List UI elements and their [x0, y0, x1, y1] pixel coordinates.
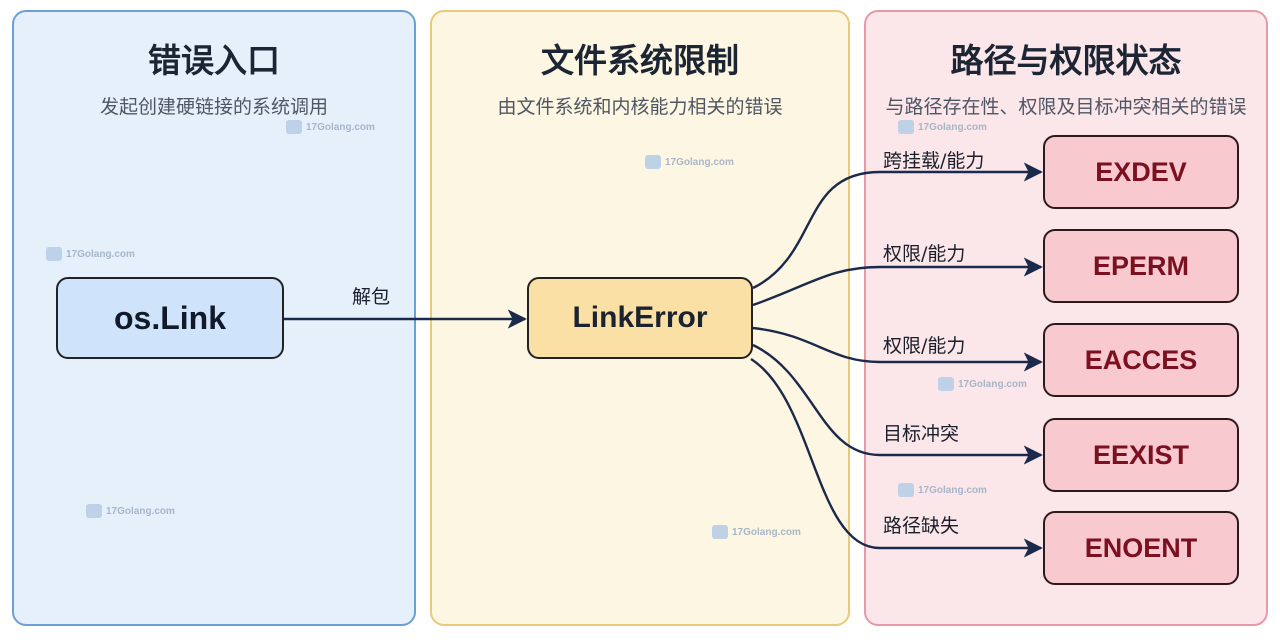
panel-subtitle: 由文件系统和内核能力相关的错误: [497, 96, 783, 118]
watermark: 17Golang.com: [46, 247, 135, 261]
node-link-error: LinkError: [527, 277, 753, 359]
node-eacces: EACCES: [1043, 323, 1239, 397]
panel-subtitle: 与路径存在性、权限及目标冲突相关的错误: [885, 96, 1247, 118]
watermark: 17Golang.com: [86, 504, 175, 518]
watermark-logo-icon: [898, 483, 914, 497]
edge-label-eperm: 权限/能力: [883, 243, 966, 265]
watermark-logo-icon: [46, 247, 62, 261]
edge-eperm: [752, 257, 1043, 307]
node-os-link: os.Link: [56, 277, 284, 359]
watermark: 17Golang.com: [898, 120, 987, 134]
edge-label-enoent: 路径缺失: [883, 515, 960, 537]
panel-subtitle: 发起创建硬链接的系统调用: [99, 96, 328, 118]
watermark: 17Golang.com: [898, 483, 987, 497]
edge-exdev: [752, 162, 1043, 290]
watermark-text: 17Golang.com: [665, 156, 734, 168]
edge-eacces: [752, 326, 1043, 372]
edge-enoent: [750, 357, 1043, 558]
watermark-text: 17Golang.com: [66, 248, 135, 260]
watermark-text: 17Golang.com: [106, 505, 175, 517]
watermark-logo-icon: [712, 525, 728, 539]
node-eperm: EPERM: [1043, 229, 1239, 303]
panel-title: 文件系统限制: [541, 41, 739, 80]
panel-filesystem-limits: 文件系统限制 由文件系统和内核能力相关的错误: [430, 10, 850, 626]
watermark-logo-icon: [938, 377, 954, 391]
watermark-text: 17Golang.com: [958, 378, 1027, 390]
watermark-logo-icon: [898, 120, 914, 134]
watermark: 17Golang.com: [645, 155, 734, 169]
node-exdev: EXDEV: [1043, 135, 1239, 209]
watermark: 17Golang.com: [938, 377, 1027, 391]
node-enoent: ENOENT: [1043, 511, 1239, 585]
panel-title: 错误入口: [148, 41, 280, 80]
watermark-text: 17Golang.com: [918, 484, 987, 496]
watermark-logo-icon: [86, 504, 102, 518]
watermark-text: 17Golang.com: [918, 121, 987, 133]
watermark-logo-icon: [645, 155, 661, 169]
edge-eexist: [752, 343, 1043, 465]
edge-label-exdev: 跨挂载/能力: [883, 150, 985, 172]
watermark-text: 17Golang.com: [306, 121, 375, 133]
edge-label-unpack: 解包: [352, 286, 391, 308]
edge-label-eexist: 目标冲突: [883, 423, 960, 445]
watermark: 17Golang.com: [286, 120, 375, 134]
watermark-logo-icon: [286, 120, 302, 134]
watermark-text: 17Golang.com: [732, 526, 801, 538]
panel-title: 路径与权限状态: [950, 41, 1182, 80]
edge-label-eacces: 权限/能力: [883, 335, 966, 357]
watermark: 17Golang.com: [712, 525, 801, 539]
node-eexist: EEXIST: [1043, 418, 1239, 492]
